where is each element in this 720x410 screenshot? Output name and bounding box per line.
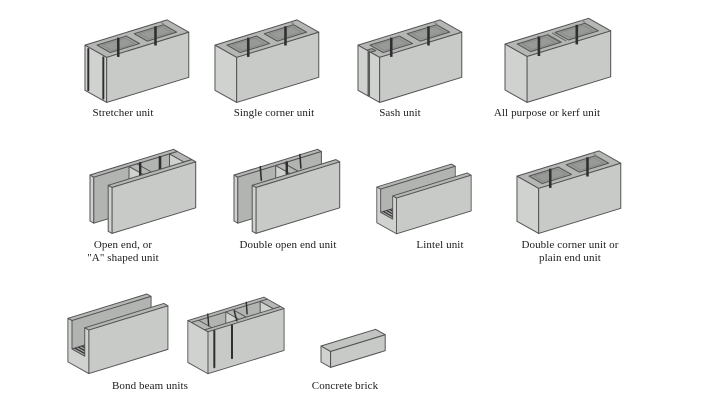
all-purpose-kerf-figure xyxy=(503,16,615,106)
bond-beam-label: Bond beam units xyxy=(111,380,189,392)
double-open-end-label: Double open end unit xyxy=(239,239,337,251)
double-open-end-figure xyxy=(232,139,344,237)
stretcher-figure xyxy=(83,16,193,106)
concrete-brick-figure xyxy=(315,320,389,372)
all-purpose-kerf-label: All purpose or kerf unit xyxy=(493,107,601,119)
lintel-label: Lintel unit xyxy=(416,239,464,251)
lintel-figure xyxy=(375,139,475,237)
open-end-figure xyxy=(88,139,200,237)
bond-beam-figure-right xyxy=(186,283,288,377)
sash-figure xyxy=(356,16,466,106)
open-end-label: Open end, or "A" shaped unit xyxy=(87,239,159,264)
sash-label: Sash unit xyxy=(379,107,421,119)
double-corner-label: Double corner unit or plain end unit xyxy=(521,239,619,264)
single-corner-label: Single corner unit xyxy=(233,107,315,119)
stretcher-label: Stretcher unit xyxy=(92,107,154,119)
double-corner-figure xyxy=(515,139,625,237)
concrete-brick-label: Concrete brick xyxy=(311,380,379,392)
single-corner-figure xyxy=(213,16,323,106)
bond-beam-figure-left xyxy=(66,283,172,377)
